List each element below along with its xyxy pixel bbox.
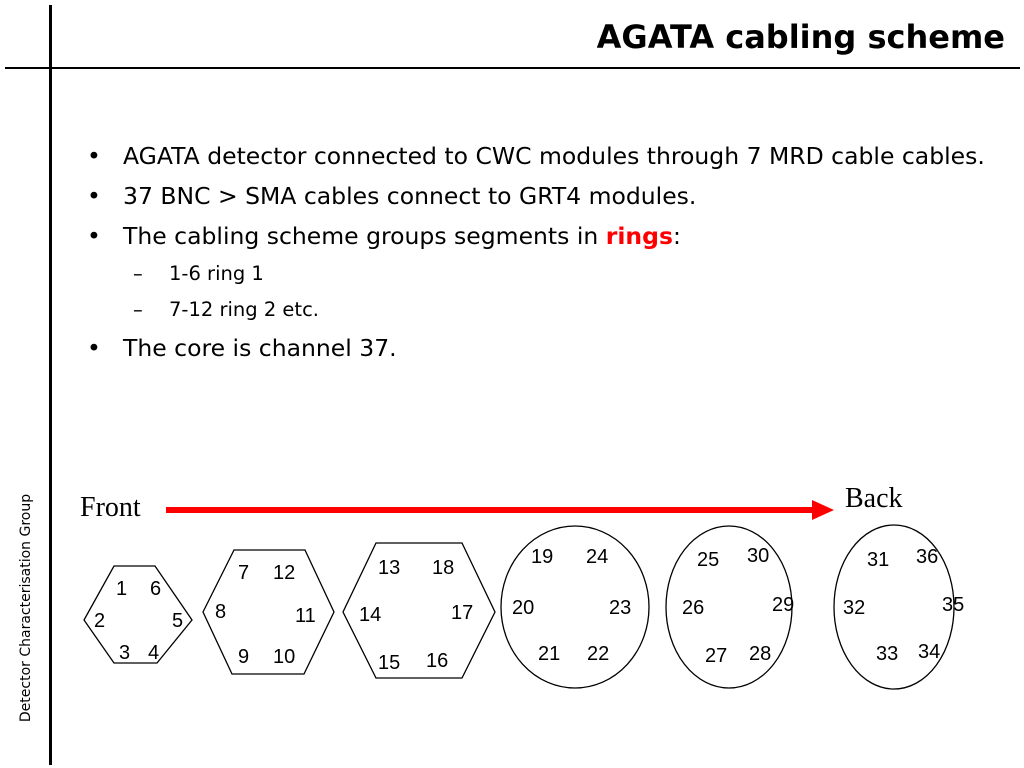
channel-number: 30 (747, 545, 769, 567)
channel-number: 5 (172, 610, 183, 632)
channel-number: 24 (586, 546, 608, 568)
channel-number: 2 (94, 610, 105, 632)
channel-number: 10 (273, 646, 295, 668)
bullet-item: • The cabling scheme groups segments in r… (87, 220, 987, 252)
channel-number: 9 (238, 646, 249, 668)
channel-number: 20 (512, 597, 534, 619)
channel-number: 4 (148, 642, 159, 664)
bullet-item: • 37 BNC > SMA cables connect to GRT4 mod… (87, 180, 987, 212)
channel-number: 33 (876, 643, 898, 665)
channel-number: 14 (359, 604, 381, 626)
vertical-rule (49, 5, 52, 765)
channel-number: 1 (116, 578, 127, 600)
sub-bullet-text: 7-12 ring 2 etc. (169, 298, 319, 321)
slide-title: AGATA cabling scheme (596, 18, 1005, 56)
channel-number: 19 (531, 546, 553, 568)
dash-glyph: – (133, 262, 143, 285)
connector-circle: 31 36 32 35 33 34 (833, 524, 964, 690)
channel-number: 32 (843, 597, 865, 619)
bullet-text: AGATA detector connected to CWC modules … (123, 142, 985, 170)
bullet-glyph: • (87, 334, 101, 362)
hexagon-outline (202, 549, 335, 675)
front-label: Front (80, 492, 141, 523)
channel-number: 3 (119, 642, 130, 664)
channel-number: 25 (697, 549, 719, 571)
connector-hexagon: 13 18 14 17 15 16 (342, 542, 496, 679)
dash-glyph: – (133, 298, 143, 321)
back-label: Back (845, 483, 903, 514)
channel-number: 6 (150, 578, 161, 600)
bullet-text: The cabling scheme groups segments in (123, 222, 606, 250)
channel-number: 18 (432, 557, 454, 579)
channel-number: 22 (587, 643, 609, 665)
channel-number: 35 (942, 594, 964, 616)
channel-number: 7 (238, 562, 249, 584)
channel-number: 34 (918, 641, 940, 663)
channel-number: 12 (273, 562, 295, 584)
sub-bullet-item: – 1-6 ring 1 (87, 260, 987, 288)
bullet-item: • The core is channel 37. (87, 332, 987, 364)
circle-outline (833, 524, 955, 690)
channel-number: 23 (609, 597, 631, 619)
sub-bullet-text: 1-6 ring 1 (169, 262, 264, 285)
bullet-glyph: • (87, 142, 101, 170)
channel-number: 16 (426, 650, 448, 672)
title-underline (5, 67, 1020, 69)
circle-outline (500, 525, 650, 689)
bullet-glyph: • (87, 182, 101, 210)
channel-number: 15 (378, 652, 400, 674)
channel-number: 11 (295, 605, 316, 627)
channel-number: 26 (682, 597, 704, 619)
channel-number: 36 (916, 546, 938, 568)
bullet-glyph: • (87, 222, 101, 250)
channel-number: 27 (705, 645, 727, 667)
channel-number: 13 (378, 557, 400, 579)
bullet-text: 37 BNC > SMA cables connect to GRT4 modu… (123, 182, 697, 210)
connector-hexagon: 7 12 8 11 9 10 (202, 549, 335, 675)
channel-number: 29 (772, 594, 794, 616)
bullet-text-tail: : (672, 222, 681, 250)
rings-emphasis: rings (605, 222, 673, 250)
hexagon-outline (342, 542, 496, 679)
bullet-list: • AGATA detector connected to CWC modules… (87, 140, 987, 372)
hexagon-outline (83, 565, 193, 664)
bullet-item: • AGATA detector connected to CWC modules… (87, 140, 987, 172)
connector-circle: 19 24 20 23 21 22 (500, 525, 650, 689)
channel-number: 8 (215, 601, 226, 623)
channel-number: 17 (451, 602, 473, 624)
bullet-text: The core is channel 37. (123, 334, 397, 362)
channel-number: 28 (749, 643, 771, 665)
circle-outline (665, 525, 793, 689)
connector-circle: 25 30 26 29 27 28 (665, 525, 794, 689)
front-to-back-arrowhead (812, 500, 834, 520)
channel-number: 31 (867, 549, 889, 571)
sub-bullet-item: – 7-12 ring 2 etc. (87, 296, 987, 324)
channel-number: 21 (538, 643, 560, 665)
